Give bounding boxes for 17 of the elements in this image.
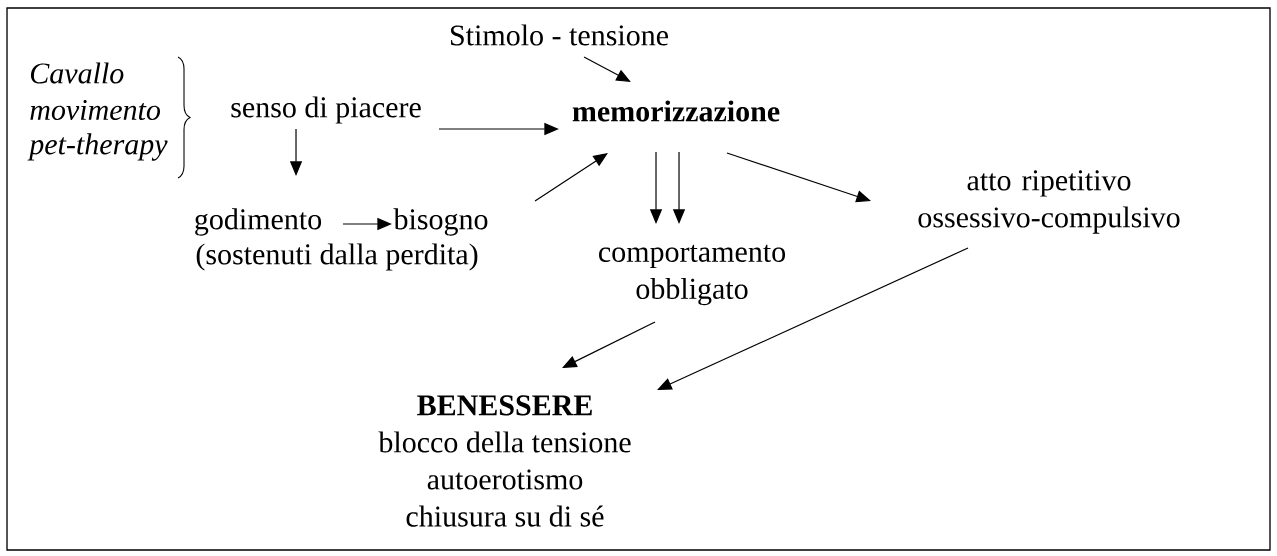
arrow xyxy=(657,247,969,390)
concept-text: godimento xyxy=(195,208,322,236)
side-note: movimento xyxy=(30,99,161,121)
concept-text: bisogno xyxy=(393,208,488,236)
concept-text: comportamento obbligato xyxy=(599,244,786,306)
arrow xyxy=(583,56,631,82)
arrow xyxy=(726,152,871,203)
concept-text: Stimolo - tensione xyxy=(451,24,668,46)
concept-text: BENESSERE blocco della tensione autoerotismo chiusura su di sé xyxy=(378,395,631,527)
arrow xyxy=(562,321,656,368)
arrow xyxy=(534,153,608,202)
concept-text: senso di piacere xyxy=(231,96,421,124)
side-note: pet-therapy xyxy=(27,133,168,161)
concept-text: atto ripetitivo ossessivo-compulsivo xyxy=(918,170,1180,234)
concept-text: memorizzazione xyxy=(572,100,780,122)
side-note: Cavallo xyxy=(30,62,124,84)
side-note: (sostenuti dalla perdita) xyxy=(196,243,478,271)
